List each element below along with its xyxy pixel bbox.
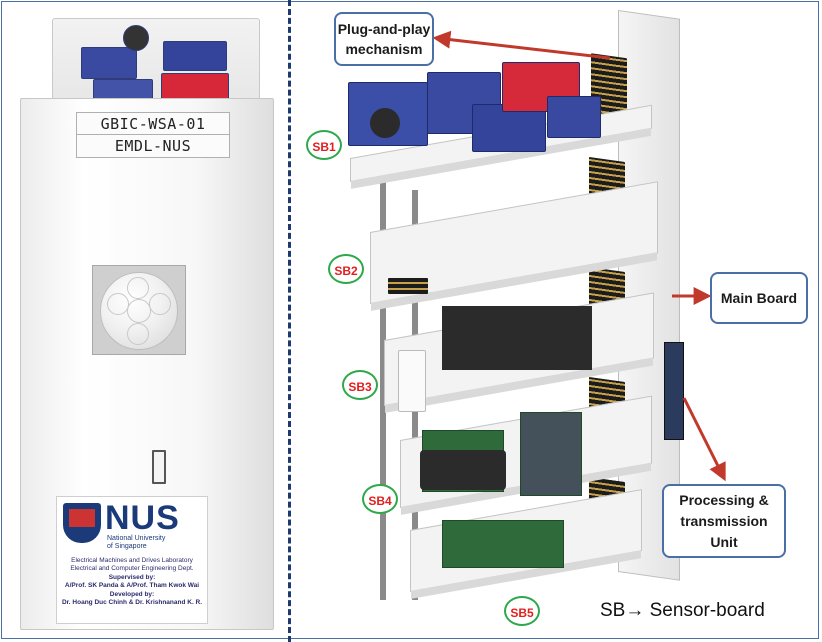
enclosure-slot bbox=[152, 450, 166, 484]
dashed-divider bbox=[288, 0, 291, 642]
credit-line: Supervised by: bbox=[108, 574, 156, 581]
pir-lens-cell bbox=[149, 293, 171, 315]
sb3-label: SB3 bbox=[342, 370, 378, 400]
lab-label: EMDL-NUS bbox=[76, 134, 230, 158]
university-name-line-2: of Singapore bbox=[107, 543, 147, 550]
sb1-label: SB1 bbox=[306, 130, 342, 160]
processing-unit-callout: Processing & transmission Unit bbox=[662, 484, 786, 558]
university-name-line-1: National University bbox=[107, 535, 166, 542]
processing-transmission-module bbox=[664, 342, 684, 440]
pir-sensor-dome bbox=[100, 272, 178, 350]
dust-sensor-module bbox=[420, 450, 506, 490]
main-board-callout: Main Board bbox=[710, 272, 808, 324]
device-id-label: GBIC-WSA-01 bbox=[76, 112, 230, 136]
processing-line-1: Processing & bbox=[679, 492, 769, 508]
credit-line: Dr. Hoang Duc Chinh & Dr. Krishnanand K.… bbox=[61, 599, 203, 606]
sb4-label: SB4 bbox=[362, 484, 398, 514]
legend-arrow: → bbox=[625, 600, 645, 621]
plug-and-play-arrow bbox=[432, 30, 611, 60]
sensor-board-legend: SB→ Sensor-board bbox=[600, 600, 765, 622]
processing-unit-arrow bbox=[682, 397, 726, 482]
legend-suffix: Sensor-board bbox=[644, 600, 765, 621]
sensor-board-top-1 bbox=[81, 47, 137, 79]
microphone-module bbox=[123, 25, 149, 51]
plug-and-play-line-2: mechanism bbox=[345, 41, 423, 57]
legend-prefix: SB bbox=[600, 600, 626, 621]
credit-line: Electrical and Computer Engineering Dept… bbox=[70, 565, 194, 572]
pir-lens-cell bbox=[107, 293, 129, 315]
nus-sticker: NUS National University of Singapore Ele… bbox=[56, 496, 208, 624]
sensor-module-dark bbox=[442, 306, 592, 370]
nus-logo-text: NUS bbox=[105, 499, 180, 537]
crest-emblem bbox=[69, 509, 95, 527]
white-cable-connector bbox=[398, 350, 426, 412]
sensor-board-top-2 bbox=[163, 41, 227, 71]
main-board-label: Main Board bbox=[720, 290, 798, 306]
credit-line: Developed by: bbox=[109, 591, 155, 598]
plug-and-play-callout: Plug-and-play mechanism bbox=[334, 12, 434, 66]
sensor-module bbox=[472, 104, 546, 152]
sb2-label: SB2 bbox=[328, 254, 364, 284]
credit-line: Electrical Machines and Drives Laborator… bbox=[71, 557, 193, 564]
standoff bbox=[380, 180, 386, 600]
pir-lens-cell bbox=[127, 277, 149, 299]
stack-photo bbox=[292, 0, 822, 642]
microphone-capsule bbox=[370, 108, 400, 138]
pir-lens-cell bbox=[127, 323, 149, 345]
processing-line-2: transmission bbox=[680, 513, 768, 529]
nus-crest-logo bbox=[63, 503, 101, 543]
sb5-label: SB5 bbox=[504, 596, 540, 626]
green-sensor-pcb bbox=[442, 520, 564, 568]
processing-line-3: Unit bbox=[710, 534, 738, 550]
gas-sensor-pcb bbox=[520, 412, 582, 496]
plug-and-play-line-1: Plug-and-play bbox=[337, 21, 431, 37]
credit-line: A/Prof. SK Panda & A/Prof. Tham Kwok Wai bbox=[64, 582, 200, 589]
pin-header bbox=[388, 278, 428, 294]
sensor-module bbox=[547, 96, 601, 138]
pir-lens-cell bbox=[127, 299, 151, 323]
device-photo: GBIC-WSA-01 EMDL-NUS NUS National Univer… bbox=[0, 0, 288, 642]
